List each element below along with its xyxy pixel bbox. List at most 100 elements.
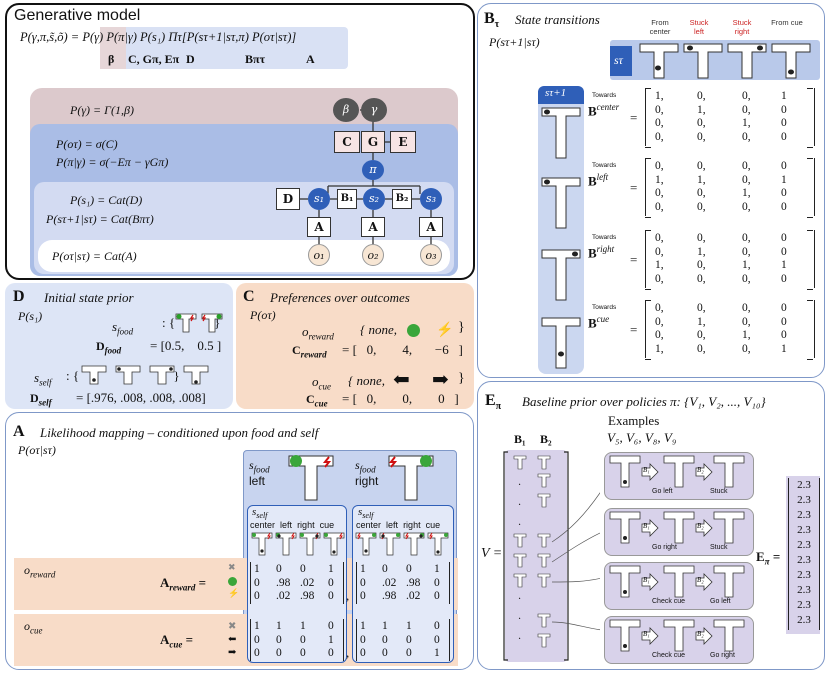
matrix-bracket	[356, 619, 450, 661]
matrix-cell: 0,	[655, 329, 664, 341]
likelihood-formula: P(oτ|sτ)	[18, 443, 56, 457]
A-letter: A	[13, 423, 25, 440]
o-reward-row-label: oreward	[24, 563, 56, 580]
right-arrow-icon: ➡	[432, 367, 449, 391]
matrix-cell: 0,	[655, 187, 664, 199]
s-next-header	[538, 86, 584, 104]
A-reward-right-cell: .98	[406, 576, 421, 589]
A-reward-left-cell: 0	[276, 563, 282, 575]
B2-arrow-label: B₂	[697, 576, 704, 584]
cue-set: { none,	[348, 373, 385, 388]
A-cue-right-cell: 0	[382, 633, 388, 646]
reward-set-close: }	[458, 320, 465, 335]
matrix-cell: 0,	[655, 103, 664, 116]
A-cue-right-cell: 0	[360, 647, 366, 659]
initial-prior-formula: P(s₁)	[18, 309, 43, 323]
matrix-cell: 0	[781, 130, 787, 143]
matrix-cell: 0,	[697, 200, 706, 213]
E-value: 2.3	[797, 539, 811, 551]
svg-text:·: ·	[518, 480, 521, 491]
example-mazes	[609, 455, 745, 488]
eq-trans: P(sτ+1|sτ) = Cat(Bπτ)	[46, 212, 154, 226]
matrix-cell: 1,	[742, 259, 751, 271]
B-label: B	[588, 245, 597, 261]
factor-label-A: A	[306, 52, 315, 66]
bracket-tick	[645, 230, 651, 290]
A-cue-right-cell: 0	[382, 647, 388, 659]
matrix-cell: 1,	[742, 117, 751, 129]
A-reward-left-cell: 1	[328, 563, 334, 575]
A-reward-right-cell: 0	[382, 563, 388, 575]
matrix-equals: =	[630, 252, 638, 267]
pi-node: π	[362, 160, 384, 180]
E-value: 2.3	[797, 479, 811, 491]
matrix-cell: 0	[781, 103, 787, 116]
A-reward-right-cell: 1	[434, 563, 440, 575]
matrix-equals: =	[630, 110, 638, 125]
example-second-action: Go left	[710, 598, 731, 605]
B1-arrow-label: B₁	[643, 576, 650, 584]
A-reward-right-cell: 0	[434, 590, 440, 602]
matrix-cell: 0,	[742, 232, 751, 244]
cue-outcome-icons: ✖ ⬅ ➡	[228, 620, 236, 659]
D-self-label: Dself	[30, 391, 52, 408]
s-tau-label-box	[610, 46, 632, 76]
eq-s1: P(s₁) = Cat(D)	[70, 193, 143, 207]
policies-title: Baseline prior over policies π: {V₁, V₂,…	[522, 394, 766, 409]
matrix-cell: 0,	[655, 315, 664, 328]
matrix-cell: 0,	[742, 200, 751, 213]
matrix-cell: 0	[781, 117, 787, 129]
D-food-label: Dfood	[96, 339, 122, 356]
matrix-equals: =	[630, 180, 638, 195]
A-cue-right-cell: 0	[434, 620, 440, 632]
generative-model-panel	[5, 3, 475, 280]
food-right-label: right	[355, 474, 379, 488]
C-letter: C	[243, 288, 255, 305]
matrix-cell: 0,	[742, 272, 751, 285]
o2-node: o₂	[362, 244, 384, 266]
reward-outcome-icons: ✖ ⚡	[228, 562, 239, 601]
svg-text:·: ·	[518, 614, 521, 625]
svg-text:·: ·	[518, 594, 521, 605]
green-food-icon	[407, 324, 420, 337]
policy-matrix: ··· ···	[503, 451, 600, 661]
B2-arrow-label: B₂	[697, 630, 704, 638]
matrix-cell: 0,	[697, 130, 706, 143]
right-arrow-small-icon: ➡	[228, 647, 237, 658]
s-food-left: sfood	[249, 458, 270, 475]
B2-arrow-label: B₂	[697, 522, 704, 530]
s-self-var: sself	[34, 370, 52, 388]
matrix-cell: 0,	[655, 117, 664, 129]
transition-matrix-label: Bright	[588, 244, 614, 261]
self-small-mazes	[251, 532, 449, 556]
E-value: 2.3	[797, 599, 811, 611]
A-reward-right-cell: .98	[382, 590, 397, 602]
red-shock-icon: ⚡	[436, 322, 454, 338]
A-reward-left-cell: 0	[254, 576, 260, 589]
matrix-cell: 1,	[655, 173, 664, 186]
bracket-tick	[645, 158, 651, 218]
B-label: B	[588, 315, 597, 331]
A-cue-left-cell: 1	[254, 620, 260, 632]
initial-prior-title: Initial state prior	[44, 290, 134, 305]
C-cue-label: Ccue	[306, 392, 328, 409]
o-cue-row-label: ocue	[24, 619, 43, 636]
initial-prior-panel	[5, 283, 233, 409]
examples-label: Examples	[608, 413, 660, 428]
A-cue-right-cell: 1	[382, 620, 388, 632]
towards-label: Towards	[592, 234, 617, 241]
matrix-cell: 0,	[742, 315, 751, 328]
policies-panel	[477, 381, 825, 670]
matrix-cell: 1,	[697, 315, 706, 328]
G-node: G	[361, 131, 385, 153]
matrix-cell: 0,	[742, 160, 751, 172]
B2-col-label: B₂	[540, 432, 552, 446]
self-right-columns: center left right cue	[356, 520, 441, 530]
D-self-values: = [.976, .008, .008, .008]	[76, 390, 206, 405]
matrix-cell: 1	[781, 259, 787, 271]
none-x-icon: ✖	[228, 563, 236, 573]
E-value: 2.3	[797, 614, 811, 626]
matrix-bracket	[645, 158, 815, 216]
example-first-action: Go left	[652, 488, 673, 495]
